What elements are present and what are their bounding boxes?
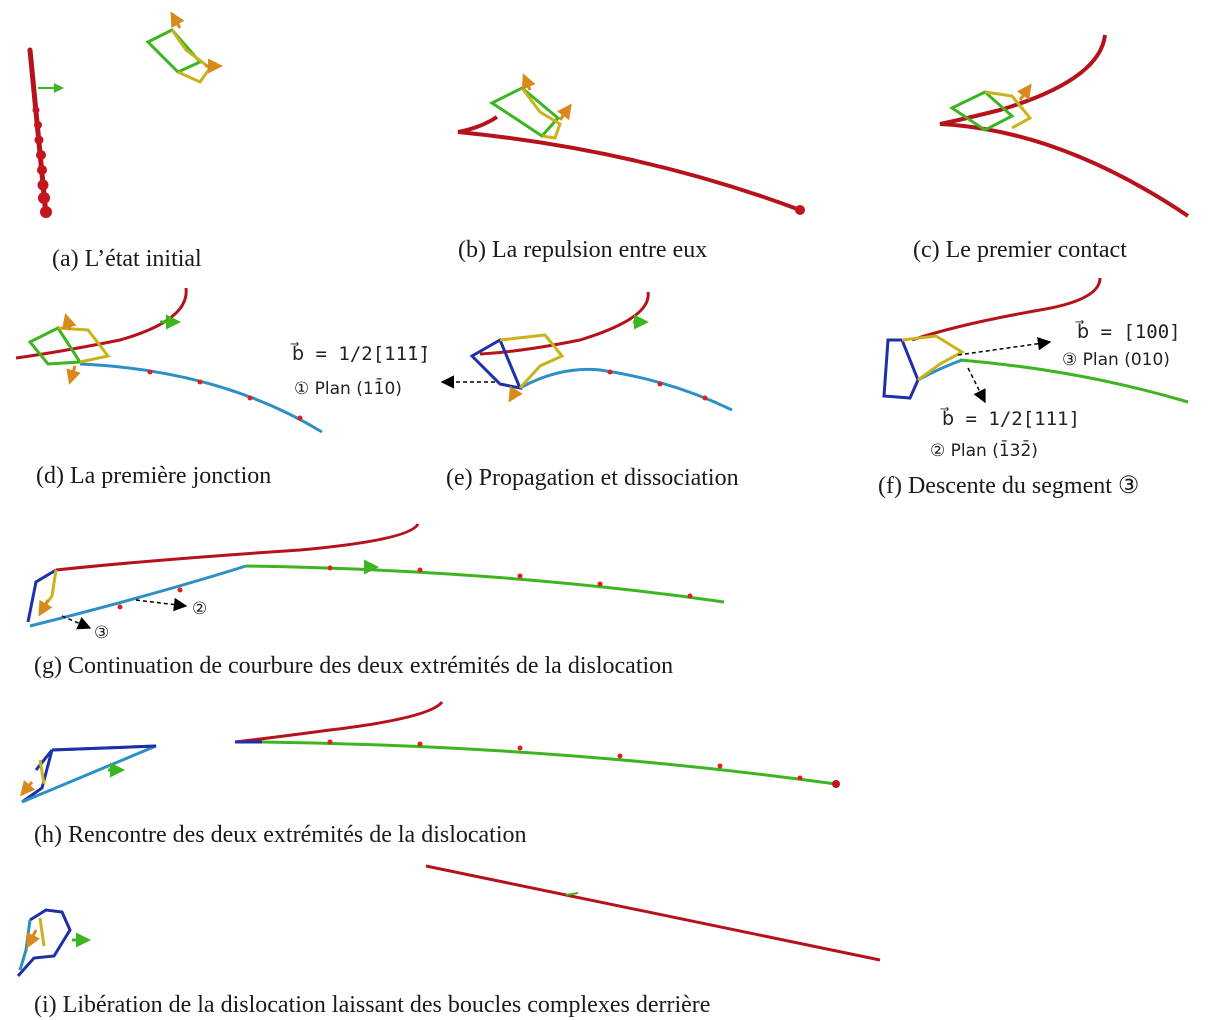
left-loop	[20, 744, 157, 804]
complex-loop	[16, 908, 91, 977]
caption-a: (a) L’état initial	[52, 246, 202, 272]
marker-3: ③	[94, 623, 109, 643]
red-dislocation-line	[55, 523, 420, 572]
caption-c: (c) Le premier contact	[913, 237, 1127, 263]
red-dislocation-line	[15, 287, 188, 360]
caption-h: (h) Rencontre des deux extrémités de la …	[34, 822, 527, 848]
cyan-dislocation-line	[519, 367, 733, 412]
pointer-arrow-g2	[135, 597, 188, 612]
pointer-arrow-2	[967, 367, 986, 404]
junction-loop	[27, 313, 181, 385]
slip-plane-3: ③ Plan (010)	[1062, 350, 1170, 370]
red-dislocation-line	[457, 115, 801, 212]
cyan-dislocation-line	[79, 362, 323, 434]
panel-g: ② ③ (g) Continuation de courbure des deu…	[26, 523, 725, 679]
panel-i: (i) Libération de la dislocation laissan…	[16, 864, 881, 1018]
caption-g: (g) Continuation de courbure des deux ex…	[34, 653, 673, 679]
panel-f: b⃗ = [100] ③ Plan (010) b⃗ = 1/2[111] ② …	[878, 277, 1189, 499]
green-dislocation-line	[959, 358, 1189, 404]
caption-e: (e) Propagation et dissociation	[446, 465, 739, 491]
panel-d: (d) La première jonction	[15, 287, 323, 489]
red-dislocation-line	[939, 34, 1190, 218]
junction-loop	[26, 559, 379, 623]
red-dislocation-line	[234, 700, 444, 744]
panel-a: (a) L’état initial	[27, 11, 223, 272]
caption-f: (f) Descente du segment ③	[878, 473, 1139, 499]
green-dislocation-line	[245, 564, 725, 604]
panel-e: b⃗ = 1/2[11̄1̄] ① Plan (11̄0) (e) Propag…	[290, 291, 739, 491]
cyan-dislocation-line	[29, 564, 247, 628]
slip-plane-1: ① Plan (11̄0)	[294, 377, 402, 399]
red-dislocation-line	[911, 277, 1102, 342]
slip-plane-2: ② Plan (1̄32̄)	[930, 439, 1038, 461]
caption-b: (b) La repulsion entre eux	[458, 237, 707, 263]
junction-loop	[882, 334, 965, 400]
panel-b: (b) La repulsion entre eux	[457, 73, 805, 263]
junction-loop	[469, 314, 649, 403]
junction-loop	[489, 73, 572, 140]
junction-loop	[948, 83, 1033, 132]
pointer-arrow-g3	[61, 615, 92, 630]
caption-i: (i) Libération de la dislocation laissan…	[34, 992, 710, 1018]
burgers-vector-3: b⃗ = [100]	[1075, 320, 1180, 343]
red-dislocation-line	[425, 864, 881, 962]
junction-loop	[145, 11, 223, 84]
caption-d: (d) La première jonction	[36, 463, 271, 489]
panel-h: (h) Rencontre des deux extrémités de la …	[20, 700, 840, 848]
green-dislocation-line	[261, 740, 837, 786]
node-beads	[32, 106, 52, 218]
red-dislocation-line	[479, 291, 650, 356]
burgers-vector-1: b⃗ = 1/2[11̄1̄]	[290, 342, 430, 365]
panel-c: (c) Le premier contact	[913, 34, 1190, 263]
pointer-arrow-3	[957, 337, 1052, 356]
marker-2: ②	[192, 599, 207, 619]
burgers-vector-2: b⃗ = 1/2[111]	[940, 407, 1080, 430]
